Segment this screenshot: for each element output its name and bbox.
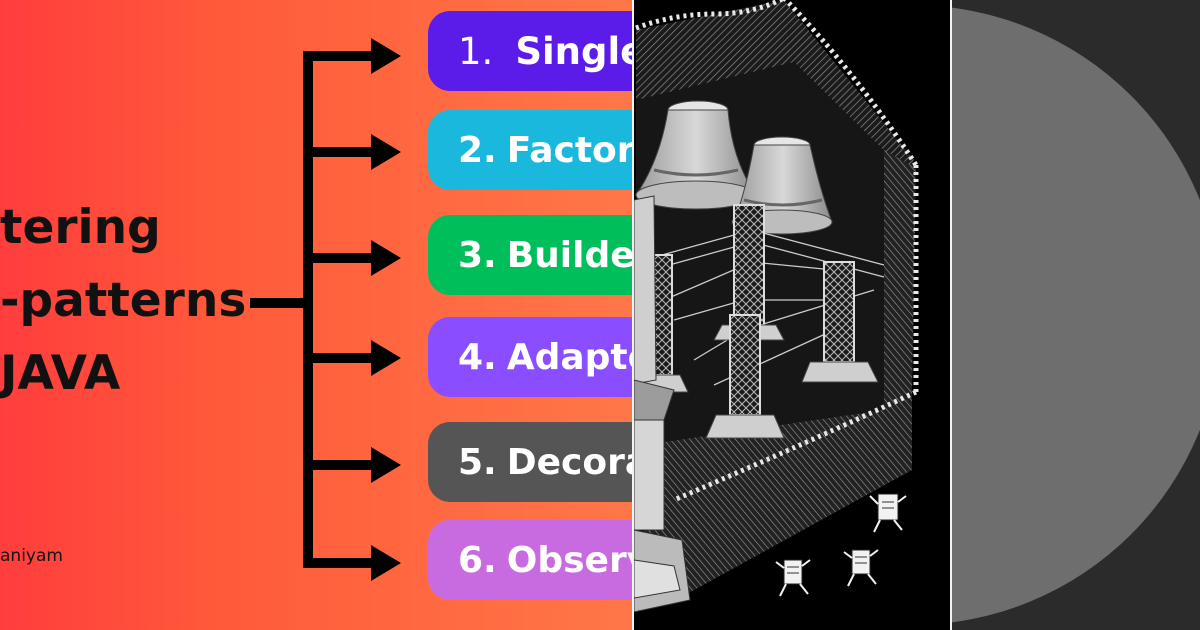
pattern-name: Single (515, 29, 632, 73)
pattern-number: 5. (458, 441, 497, 483)
fence-right (884, 150, 916, 410)
running-paper-character-1 (869, 493, 907, 533)
pattern-pill-4: 4. Adapte (428, 317, 632, 397)
panel-divider (632, 0, 634, 630)
branch-4 (303, 353, 373, 363)
pattern-name: Builde (506, 234, 632, 276)
power-plant-svg (634, 0, 919, 613)
pattern-name: Decora (506, 441, 632, 483)
pattern-pill-2: 2. Factory (428, 110, 632, 190)
guard-tower (634, 195, 691, 613)
arrow-1-icon (371, 38, 401, 74)
pattern-list-panel: tering -patterns JAVA aniyam 1. Single 2… (0, 0, 632, 630)
arrow-3-icon (371, 240, 401, 276)
pattern-number: 3. (458, 234, 497, 276)
title-line-1: tering (0, 200, 161, 255)
pattern-pill-1: 1. Single (428, 11, 632, 91)
pattern-pill-6: 6. Observ (428, 520, 632, 600)
branch-5 (303, 460, 373, 470)
running-paper-character-3 (843, 549, 879, 587)
pattern-number: 2. (458, 129, 497, 171)
arrow-5-icon (371, 447, 401, 483)
arrow-6-icon (371, 545, 401, 581)
pattern-name: Observ (506, 539, 632, 581)
pattern-number: 1. (458, 29, 494, 73)
branch-6 (303, 558, 373, 568)
arrow-4-icon (371, 340, 401, 376)
circle-panel (952, 0, 1200, 630)
author-name: aniyam (0, 546, 63, 566)
pattern-pill-5: 5. Decora (428, 422, 632, 502)
title-line-2: -patterns (0, 273, 247, 328)
branch-1 (303, 51, 373, 61)
power-plant-illustration (634, 0, 950, 630)
running-paper-character-2 (775, 559, 811, 597)
pattern-number: 4. (458, 336, 497, 378)
pattern-name: Adapte (506, 336, 632, 378)
pylon-3 (801, 261, 879, 383)
pattern-number: 6. (458, 539, 497, 581)
pylon-4 (705, 314, 785, 439)
vertical-spine (303, 51, 313, 567)
pattern-pill-3: 3. Builde (428, 215, 632, 295)
panel-divider-2 (950, 0, 952, 630)
fence-back-left (636, 0, 794, 100)
fence-back-right (784, 0, 914, 178)
pattern-name: Factory (506, 129, 632, 171)
arrow-2-icon (371, 134, 401, 170)
branch-3 (303, 253, 373, 263)
circle-graphic (952, 7, 1200, 623)
branch-2 (303, 147, 373, 157)
trunk-connector (250, 298, 308, 308)
cooling-tower-left (635, 100, 757, 210)
title-line-3: JAVA (0, 346, 121, 401)
fence-front (644, 392, 912, 600)
